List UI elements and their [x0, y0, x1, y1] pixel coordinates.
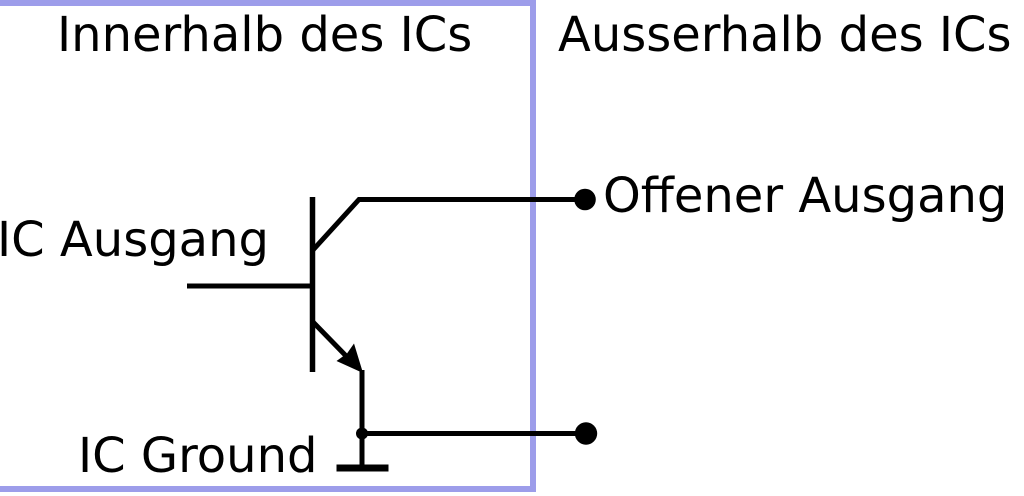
emitter-arrowhead-icon [336, 343, 363, 373]
label-outside-ic: Ausserhalb des ICs [558, 7, 1012, 63]
label-inside-ic: Innerhalb des ICs [57, 7, 473, 63]
label-open-output: Offener Ausgang [603, 168, 1008, 224]
label-ic-output: IC Ausgang [0, 212, 269, 268]
ground-terminal-dot [574, 422, 598, 445]
npn-transistor [187, 197, 585, 373]
ic-boundary-box [0, 0, 536, 492]
emitter-lead [311, 320, 352, 362]
label-ic-ground: IC Ground [78, 428, 318, 484]
open-output-terminal-dot [574, 188, 596, 211]
collector-lead [311, 197, 585, 252]
